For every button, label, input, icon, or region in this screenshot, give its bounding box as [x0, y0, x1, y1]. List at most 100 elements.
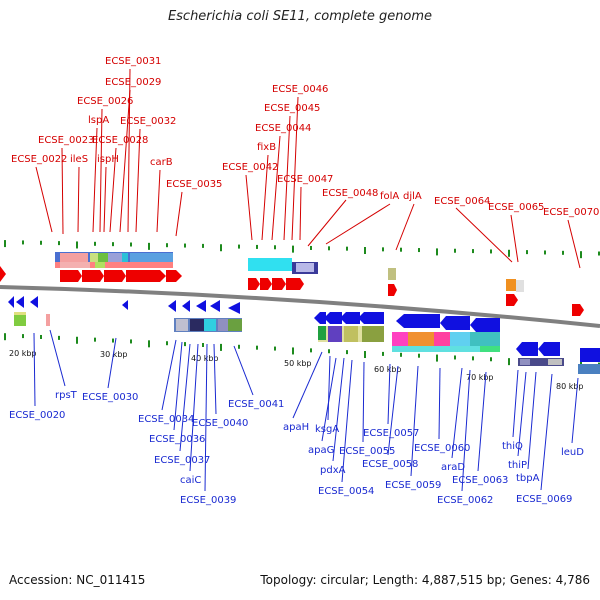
lower-tick [508, 358, 510, 365]
leader-line [568, 220, 580, 268]
lower-tick [472, 356, 474, 360]
upper-gene-label[interactable]: ECSE_0047 [277, 174, 333, 185]
lower-gene-label[interactable]: ECSE_0041 [228, 399, 284, 410]
lower-gene-label[interactable]: ECSE_0020 [9, 410, 65, 421]
lower-tick [310, 348, 312, 352]
genome-backbone [0, 287, 600, 326]
leader-line [396, 204, 414, 250]
upper-tick [328, 246, 330, 250]
upper-tick [490, 249, 492, 253]
upper-gene-label[interactable]: fixB [257, 142, 276, 153]
lower-tick [76, 337, 78, 344]
lower-gene-label[interactable]: thiQ [502, 441, 523, 452]
leader-line [513, 370, 518, 437]
upper-tick [40, 241, 42, 245]
lower-gene-label[interactable]: ECSE_0040 [192, 418, 248, 429]
lower-gene-label[interactable]: ECSE_0034 [138, 414, 194, 425]
lower-gene-label[interactable]: rpsT [55, 390, 78, 401]
leader-line [456, 208, 512, 262]
upper-tick [436, 248, 438, 255]
upper-gene-label[interactable]: folA [380, 191, 399, 202]
lower-tick [22, 334, 24, 338]
leader-line [176, 192, 182, 236]
upper-gene-label[interactable]: ECSE_0022 [11, 154, 67, 165]
accession-label: Accession: NC_011415 [9, 573, 145, 587]
lower-tick [148, 340, 150, 347]
upper-gene-label[interactable]: ECSE_0044 [255, 123, 311, 134]
lower-gene-label[interactable]: ECSE_0036 [149, 434, 205, 445]
lower-gene-label[interactable]: tbpA [516, 473, 540, 484]
lower-gene-label[interactable]: caiC [180, 475, 201, 486]
upper-gene-label[interactable]: ECSE_0028 [92, 135, 148, 146]
upper-tick [562, 251, 564, 255]
lower-tick [220, 344, 222, 351]
lower-tick [94, 338, 96, 342]
lower-gene-label[interactable]: ECSE_0069 [516, 494, 572, 505]
upper-gene-label[interactable]: ispH [97, 154, 119, 165]
lower-gene-label[interactable]: leuD [561, 447, 584, 458]
upper-gene-label[interactable]: ECSE_0064 [434, 196, 490, 207]
upper-gene-label[interactable]: ECSE_0029 [105, 77, 161, 88]
upper-gene-label[interactable]: ileS [70, 154, 88, 165]
lower-gene-label[interactable]: apaH [283, 422, 309, 433]
upper-tick [454, 249, 456, 253]
lower-gene-label[interactable]: ECSE_0030 [82, 392, 138, 403]
lower-tick [490, 357, 492, 361]
upper-tick [166, 243, 168, 247]
upper-tick [580, 251, 582, 258]
upper-gene-label[interactable]: ECSE_0023 [38, 135, 94, 146]
leader-line [34, 333, 35, 406]
lower-gene-label[interactable]: ECSE_0059 [385, 480, 441, 491]
upper-tick [418, 248, 420, 252]
upper-tick [76, 241, 78, 248]
lower-tick [184, 342, 186, 346]
lower-gene-label[interactable]: ECSE_0057 [363, 428, 419, 439]
upper-tick [310, 246, 312, 250]
lower-gene-label[interactable]: ECSE_0062 [437, 495, 493, 506]
lower-gene-label[interactable]: ECSE_0058 [362, 459, 418, 470]
upper-tick [400, 248, 402, 252]
upper-gene-label[interactable]: djlA [403, 191, 422, 202]
leader-line [308, 200, 346, 246]
upper-gene-label[interactable]: ECSE_0065 [488, 202, 544, 213]
upper-tick [256, 245, 258, 249]
upper-gene-label[interactable]: ECSE_0026 [77, 96, 133, 107]
leader-line [157, 170, 160, 232]
upper-gene-label[interactable]: carB [150, 157, 173, 168]
lower-gene-label[interactable]: ECSE_0060 [414, 443, 470, 454]
lower-gene-label[interactable]: ECSE_0037 [154, 455, 210, 466]
upper-gene-label[interactable]: lspA [88, 115, 109, 126]
lower-gene-label[interactable]: ECSE_0039 [180, 495, 236, 506]
upper-tick [382, 247, 384, 251]
upper-tick [148, 243, 150, 250]
leader-line [190, 344, 198, 471]
upper-gene-label[interactable]: ECSE_0032 [120, 116, 176, 127]
lower-gene-label[interactable]: ECSE_0055 [339, 446, 395, 457]
upper-gene-label[interactable]: ECSE_0070 [543, 207, 599, 218]
upper-gene-label[interactable]: ECSE_0045 [264, 103, 320, 114]
lower-gene-label[interactable]: pdxA [320, 465, 346, 476]
upper-tick [112, 242, 114, 246]
lower-tick [418, 354, 420, 358]
lower-gene-label[interactable]: ECSE_0063 [452, 475, 508, 486]
leader-line [50, 330, 65, 386]
upper-gene-label[interactable]: ECSE_0048 [322, 188, 378, 199]
upper-gene-label[interactable]: ECSE_0042 [222, 162, 278, 173]
upper-gene-label[interactable]: ECSE_0035 [166, 179, 222, 190]
lower-tick [364, 351, 366, 358]
lower-tick [238, 345, 240, 349]
upper-tick [238, 245, 240, 249]
leader-line [246, 175, 252, 240]
upper-gene-label[interactable]: ECSE_0046 [272, 84, 328, 95]
lower-gene-label[interactable]: apaG [308, 445, 334, 456]
upper-tick [94, 242, 96, 246]
lower-gene-label[interactable]: ECSE_0054 [318, 486, 374, 497]
upper-gene-label[interactable]: ECSE_0031 [105, 56, 161, 67]
leader-line [104, 167, 106, 232]
lower-gene-label[interactable]: ksgA [315, 424, 339, 435]
lower-gene-label[interactable]: araD [441, 462, 465, 473]
lower-tick [400, 353, 402, 357]
leader-line [342, 360, 352, 482]
lower-gene-label[interactable]: thiP [508, 460, 527, 471]
lower-tick [166, 341, 168, 345]
